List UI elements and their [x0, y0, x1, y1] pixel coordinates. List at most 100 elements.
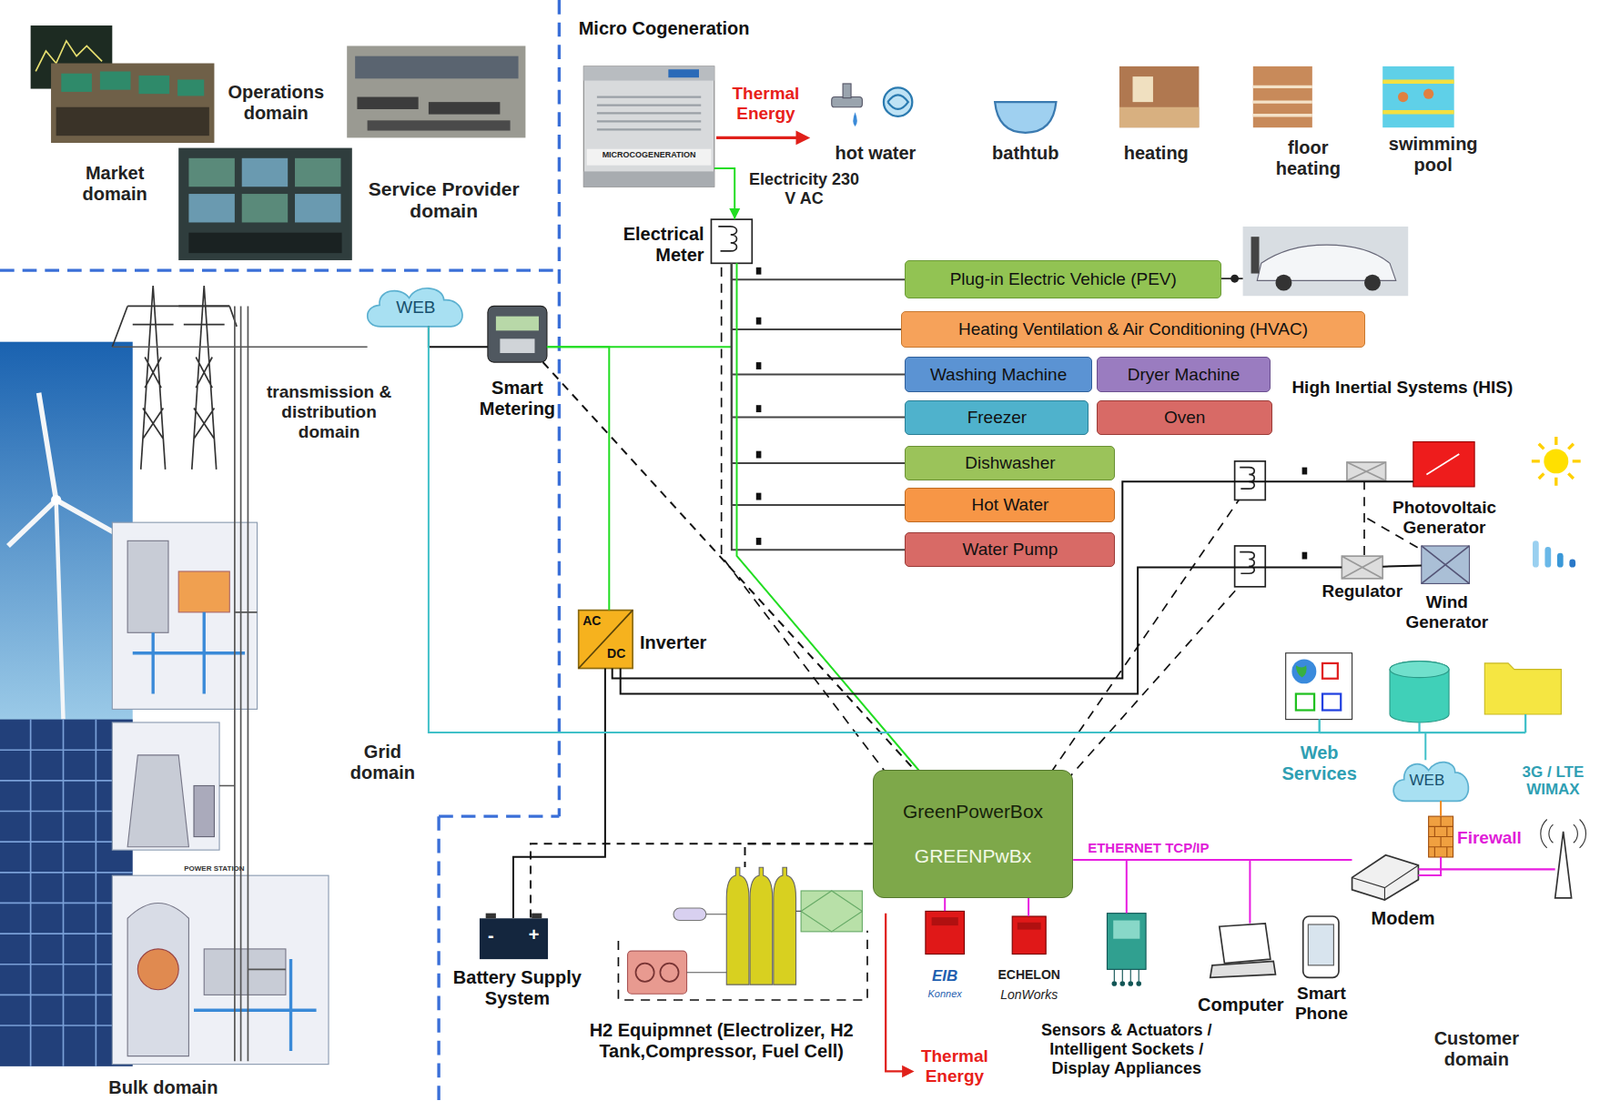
node-text: Oven — [1164, 407, 1206, 428]
microcogeneration-unit — [583, 66, 715, 82]
label-text: Thermal Energy — [911, 1046, 998, 1087]
control-room-photo — [138, 75, 170, 94]
control-line — [617, 267, 1424, 1001]
connector — [1417, 857, 1441, 876]
meter-symbol — [1239, 467, 1255, 490]
thermal-use-icon — [1397, 91, 1408, 102]
electric-car-photo — [1243, 226, 1409, 296]
power-line — [234, 305, 249, 1062]
thermal-use-icon — [1382, 66, 1454, 128]
battery-symbol — [531, 913, 542, 920]
modem-antenna — [1352, 819, 1587, 901]
knx-module: EIBKonnex — [925, 911, 965, 954]
web-service-icons — [1484, 663, 1561, 715]
switch-symbol — [756, 267, 762, 275]
appliance-box: Dishwasher — [904, 445, 1115, 481]
device-icon — [1012, 916, 1046, 954]
connector — [1073, 860, 1251, 924]
control-room-photo — [188, 193, 234, 223]
generator-symbol — [1569, 559, 1576, 568]
domain-boundary — [0, 268, 559, 272]
device-icon — [1119, 981, 1125, 987]
hydrogen-equipment — [726, 867, 750, 985]
cloud-symbol — [1393, 762, 1469, 802]
generator-symbol — [1531, 436, 1581, 487]
control-room-photo — [56, 107, 210, 136]
battery: -+Battery Supply System — [479, 918, 548, 960]
meter-symbol — [1239, 552, 1255, 575]
bulk-generation-picture — [137, 949, 179, 991]
device-icon — [1303, 916, 1339, 978]
thermal-use-icon — [1253, 86, 1313, 115]
control-line — [721, 267, 887, 773]
microcogeneration-unit — [583, 66, 715, 187]
device-icon — [1219, 923, 1271, 964]
control-room-photo — [50, 63, 214, 143]
microcogeneration-unit — [597, 97, 701, 131]
device-icon — [1112, 981, 1118, 987]
control-room-photo — [178, 148, 353, 261]
connector — [731, 263, 906, 280]
bulk-generation-picture — [111, 722, 220, 851]
switch-symbol — [756, 405, 762, 413]
modem-antenna — [1540, 819, 1587, 848]
control-room-photo — [294, 193, 341, 223]
thermal-arrow — [885, 913, 904, 1073]
meter-symbol — [710, 219, 752, 264]
device-icon — [1106, 913, 1146, 971]
wind-generator: Wind Generator — [1421, 546, 1470, 584]
connector — [513, 668, 606, 919]
connector — [745, 843, 873, 868]
smart-meter-icon — [496, 316, 539, 332]
switch-symbol — [756, 451, 762, 459]
device-icon — [931, 917, 959, 926]
web-service-icons — [1286, 653, 1353, 720]
thermal-arrow — [901, 1065, 914, 1078]
node-text: H2 Equipmnet (Electrolizer, H2 Tank,Comp… — [568, 1020, 875, 1063]
connector — [1027, 898, 1030, 917]
bulk-generation-picture — [127, 755, 189, 848]
hydrogen-equipment — [773, 867, 797, 985]
control-room-photo — [100, 70, 132, 90]
transmission-tower — [178, 285, 230, 470]
node-text: Konnex — [912, 988, 977, 1001]
generator-symbol — [1426, 454, 1459, 475]
electric-car-photo — [1230, 274, 1239, 284]
firewall: Firewall — [1428, 816, 1454, 858]
thermal-arrow — [716, 136, 799, 140]
label-text: Bulk domain — [97, 1077, 231, 1099]
bulk-generation-picture — [56, 499, 115, 533]
battery-symbol — [486, 913, 497, 920]
connector — [530, 843, 873, 919]
bulk-generation-picture — [56, 499, 64, 719]
label-text: High Inertial Systems (HIS) — [1291, 377, 1583, 398]
node-text: Modem — [1362, 908, 1445, 930]
node-text: + — [528, 924, 546, 946]
bulk-generation-picture — [178, 571, 230, 613]
meter-symbol — [1235, 546, 1266, 588]
thermal-use-icon — [1382, 81, 1454, 113]
control-room-photo — [346, 45, 526, 138]
appliance-box: Oven — [1096, 400, 1273, 436]
smart-phone: Smart Phone — [1303, 916, 1339, 978]
node-text: AC — [582, 613, 609, 628]
connector — [543, 362, 916, 771]
hydrogen-equipment: H2 Equipmnet (Electrolizer, H2 Tank,Comp… — [624, 867, 870, 995]
battery-symbol — [479, 918, 548, 960]
label-text: transmission & distribution domain — [260, 382, 398, 443]
control-room-photo — [428, 101, 500, 114]
label-text: Service Provider domain — [352, 178, 537, 223]
label-text: bathtub — [984, 142, 1067, 164]
appliance-box: Plug-in Electric Vehicle (PEV) — [904, 260, 1222, 300]
label-text: Thermal Energy — [722, 83, 810, 124]
inverter: ACDCInverter — [578, 609, 633, 669]
node-text: Water Pump — [962, 539, 1059, 560]
node-text: MICROCOGENERATION — [583, 150, 715, 160]
connector — [731, 263, 906, 506]
generator-symbol — [1532, 540, 1540, 568]
transmission-tower — [111, 305, 237, 347]
hydrogen-equipment — [673, 908, 707, 921]
node-text: Regulator — [1313, 581, 1412, 602]
hydrogen-equipment — [687, 911, 802, 973]
node-text: DC — [607, 646, 634, 661]
